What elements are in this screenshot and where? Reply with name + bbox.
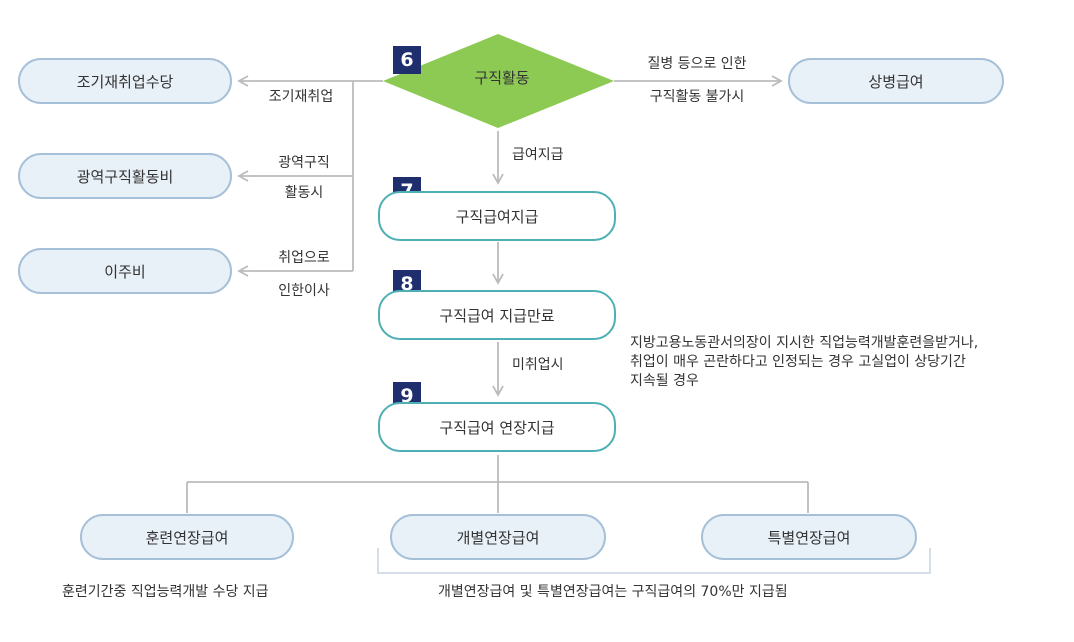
wide-area-job-search-node: 광역구직활동비 — [18, 153, 232, 199]
step9-node: 구직급여 연장지급 — [378, 402, 616, 452]
extension-note-line2: 취업이 매우 곤란하다고 인정되는 경우 고실업이 상당기간 — [630, 354, 966, 370]
step8-node: 구직급여 지급만료 — [378, 290, 616, 340]
step7-node: 구직급여지급 — [378, 191, 616, 241]
early-reemployment-node: 조기재취업수당 — [18, 58, 232, 104]
individual-extension-node: 개별연장급여 — [390, 514, 606, 560]
relocation-label-line2: 인한이사 — [278, 283, 330, 299]
sickness-label-line1: 질병 등으로 인한 — [647, 56, 747, 72]
wide-area-label-line2: 활동시 — [284, 185, 324, 201]
wide-area-label-line1: 광역구직 — [278, 155, 330, 171]
step6-label: 구직활동 — [474, 69, 530, 87]
individual-special-note: 개별연장급여 및 특별연장급여는 구직급여의 70%만 지급됨 — [438, 584, 788, 600]
extension-note-line3: 지속될 경우 — [630, 373, 699, 389]
extension-note-line1: 지방고용노동관서의장이 지시한 직업능력개발훈련을받거나, — [630, 335, 979, 351]
relocation-node: 이주비 — [18, 248, 232, 294]
step6-badge: 6 — [393, 46, 421, 74]
extension-condition-note: 지방고용노동관서의장이 지시한 직업능력개발훈련을받거나, 취업이 매우 곤란하… — [630, 334, 978, 391]
early-reemployment-label: 조기재취업 — [268, 89, 334, 105]
training-extension-node: 훈련연장급여 — [80, 514, 294, 560]
relocation-label-line1: 취업으로 — [278, 250, 330, 266]
bottom-bracket — [377, 548, 931, 574]
sickness-benefit-node: 상병급여 — [788, 58, 1004, 104]
payment-flow-label: 급여지급 — [512, 147, 564, 163]
sickness-label-line2: 구직활동 불가시 — [649, 89, 745, 105]
step6-diamond — [383, 34, 614, 128]
special-extension-node: 특별연장급여 — [701, 514, 917, 560]
training-extension-note: 훈련기간중 직업능력개발 수당 지급 — [62, 584, 269, 600]
unemployed-flow-label: 미취업시 — [512, 357, 564, 373]
